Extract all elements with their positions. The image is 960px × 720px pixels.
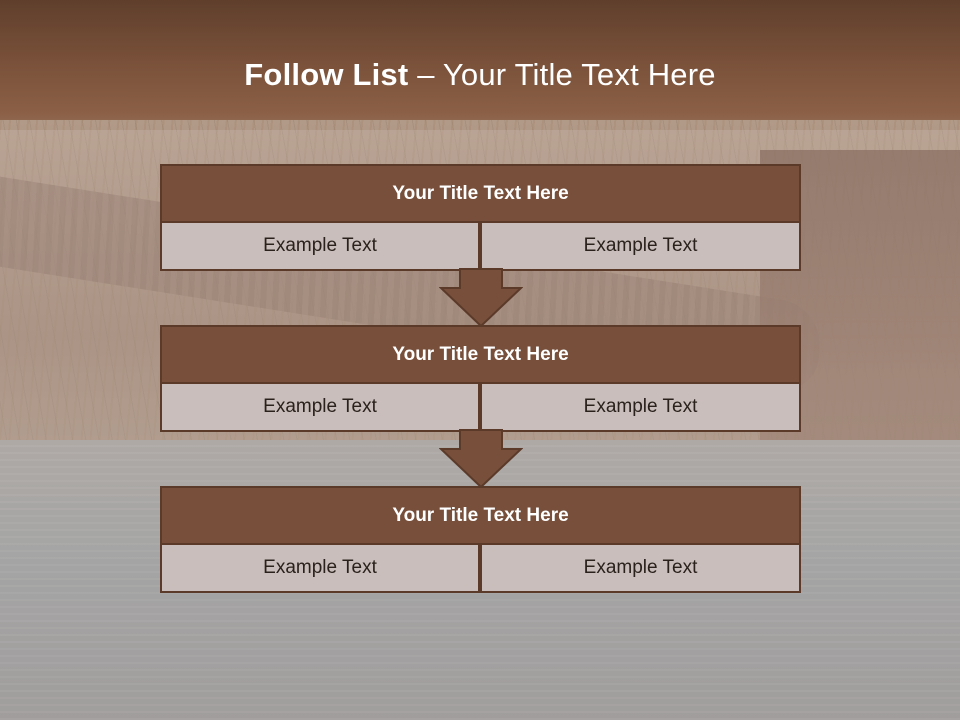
step-title-2: Your Title Text Here xyxy=(160,325,801,384)
background-top-band xyxy=(0,0,960,140)
step-cell-left-1: Example Text xyxy=(160,221,480,271)
step-title-3: Your Title Text Here xyxy=(160,486,801,545)
slide-title-bold: Follow List xyxy=(244,57,418,92)
step-cell-left-2: Example Text xyxy=(160,382,480,432)
step-cell-left-3: Example Text xyxy=(160,543,480,593)
slide-title-rest: – Your Title Text Here xyxy=(417,57,716,92)
step-block-3: Your Title Text Here Example Text Exampl… xyxy=(160,486,801,593)
step-block-1: Your Title Text Here Example Text Exampl… xyxy=(160,164,801,271)
down-arrow-icon xyxy=(439,429,523,489)
step-title-1: Your Title Text Here xyxy=(160,164,801,223)
step-cell-right-2: Example Text xyxy=(480,382,801,432)
step-cell-right-3: Example Text xyxy=(480,543,801,593)
slide-title: Follow List – Your Title Text Here xyxy=(0,54,960,96)
step-cell-right-1: Example Text xyxy=(480,221,801,271)
step-block-2: Your Title Text Here Example Text Exampl… xyxy=(160,325,801,432)
down-arrow-icon xyxy=(439,268,523,328)
